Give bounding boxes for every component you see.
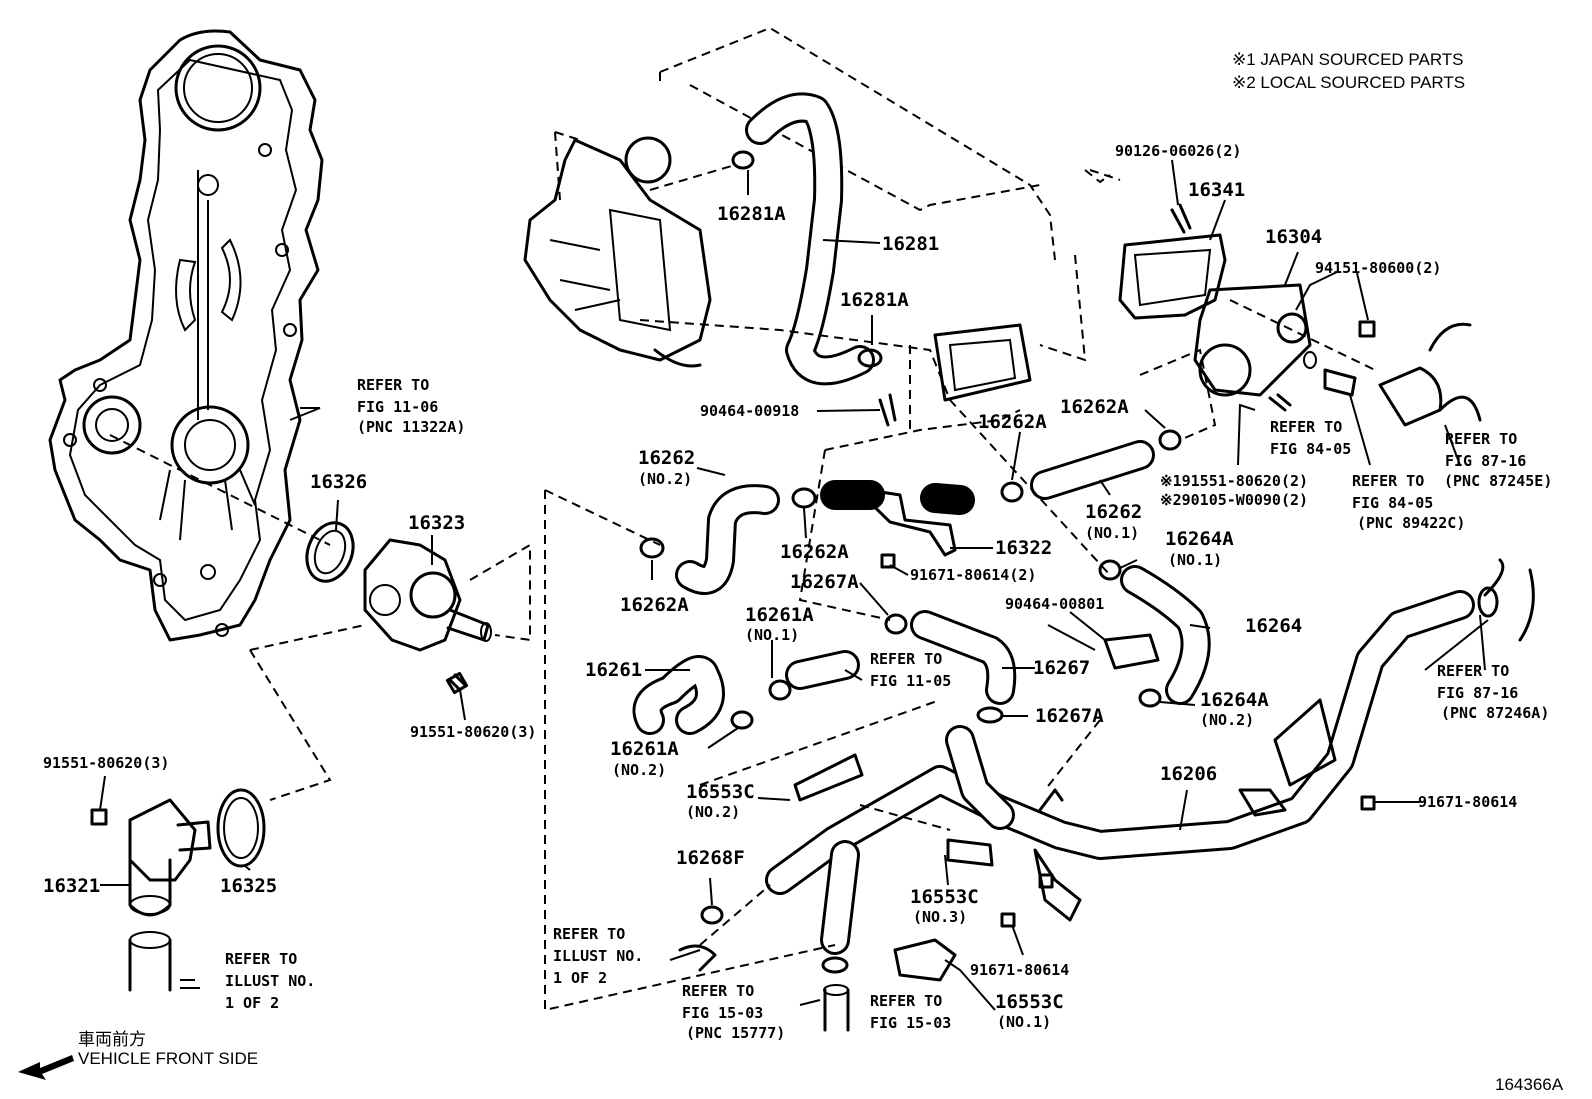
figure-id: 164366A xyxy=(1495,1075,1564,1094)
part-label-16341: 16341 xyxy=(1188,179,1245,201)
part-label-16261a-no1: 16261A xyxy=(745,604,814,626)
ref-pnc-87246a: (PNC 87246A) xyxy=(1441,704,1549,722)
ref-fig-87-16-a-line2: FIG 87-16 xyxy=(1445,452,1526,470)
part-label-16262a-mid: 16262A xyxy=(780,541,849,563)
part-label-16261a-no2: 16261A xyxy=(610,738,679,760)
ref-fig-87-16-b-line1: REFER TO xyxy=(1437,662,1509,680)
part-label-16264a-no1-sub: (NO.1) xyxy=(1168,551,1222,569)
part-label-90126-06026: 90126-06026(2) xyxy=(1115,142,1241,160)
ref-illust-mid-line1: REFER TO xyxy=(553,925,625,943)
part-label-16261: 16261 xyxy=(585,659,642,681)
part-label-16323: 16323 xyxy=(408,512,465,534)
part-label-16553c-no1: 16553C xyxy=(995,991,1064,1013)
part-label-16553c-no3-sub: (NO.3) xyxy=(913,908,967,926)
part-label-16322: 16322 xyxy=(995,537,1052,559)
part-label-16264a-no2: 16264A xyxy=(1200,689,1269,711)
part-label-90464-00918: 90464-00918 xyxy=(700,402,799,420)
part-label-16281a-top: 16281A xyxy=(717,203,786,225)
part-label-16206: 16206 xyxy=(1160,763,1217,785)
part-label-290105-w0090: ※290105-W0090(2) xyxy=(1160,491,1308,509)
part-label-16262a-right: 16262A xyxy=(1060,396,1129,418)
part-label-90464-00801: 90464-00801 xyxy=(1005,595,1104,613)
ref-fig-15-03-b-line2: FIG 15-03 xyxy=(870,1014,951,1032)
thermostat-housing-drawing xyxy=(1118,203,1482,427)
note-local-sourced: ※2 LOCAL SOURCED PARTS xyxy=(1232,73,1465,92)
part-label-91551-80620-3-inlet: 91551-80620(3) xyxy=(43,754,169,772)
part-label-91551-80620-3-pump: 91551-80620(3) xyxy=(410,723,536,741)
ref-pnc-89422c: (PNC 89422C) xyxy=(1357,514,1465,532)
ref-illust-left-line1: REFER TO xyxy=(225,950,297,968)
part-label-16553c-no3: 16553C xyxy=(910,886,979,908)
part-label-16281a-mid: 16281A xyxy=(840,289,909,311)
part-label-16553c-no2: 16553C xyxy=(686,781,755,803)
ref-pnc-87245e: (PNC 87245E) xyxy=(1444,472,1552,490)
ref-fig-11-06-line1: REFER TO xyxy=(357,376,429,394)
part-label-16267a-top: 16267A xyxy=(790,571,859,593)
ref-illust-left-line3: 1 OF 2 xyxy=(225,994,279,1012)
vehicle-front-arrow-icon xyxy=(18,1055,74,1080)
ref-fig-15-03-a-line1: REFER TO xyxy=(682,982,754,1000)
part-label-16264a-no1: 16264A xyxy=(1165,528,1234,550)
part-label-16261a-no2-sub: (NO.2) xyxy=(612,761,666,779)
part-label-16262-no1: 16262 xyxy=(1085,501,1142,523)
part-label-16264a-no2-sub: (NO.2) xyxy=(1200,711,1254,729)
part-label-191551-80620: ※191551-80620(2) xyxy=(1160,472,1308,490)
part-label-91671-80614-bottom: 91671-80614 xyxy=(970,961,1069,979)
ref-illust-mid-line2: ILLUST NO. xyxy=(553,947,643,965)
part-label-16553c-no2-sub: (NO.2) xyxy=(686,803,740,821)
ref-fig-84-05-a-line1: REFER TO xyxy=(1270,418,1342,436)
ref-fig-87-16-a-line1: REFER TO xyxy=(1445,430,1517,448)
water-pump-drawing xyxy=(305,521,492,695)
solid-leaders xyxy=(99,159,1489,1011)
part-label-91671-80614-right: 91671-80614 xyxy=(1418,793,1517,811)
ref-fig-11-05-line1: REFER TO xyxy=(870,650,942,668)
part-label-16321: 16321 xyxy=(43,875,100,897)
ref-fig-15-03-b-line1: REFER TO xyxy=(870,992,942,1010)
ref-fig-15-03-a-line2: FIG 15-03 xyxy=(682,1004,763,1022)
ref-fig-84-05-a-line2: FIG 84-05 xyxy=(1270,440,1351,458)
ref-fig-87-16-b-line2: FIG 87-16 xyxy=(1437,684,1518,702)
ref-pnc-11322a: (PNC 11322A) xyxy=(357,418,465,436)
note-japan-sourced: ※1 JAPAN SOURCED PARTS xyxy=(1232,50,1464,69)
part-label-16553c-no1-sub: (NO.1) xyxy=(997,1013,1051,1031)
timing-cover-drawing xyxy=(48,29,324,642)
part-label-16262-no2-sub: (NO.2) xyxy=(638,470,692,488)
water-inlet-drawing xyxy=(90,788,266,992)
part-label-94151-80600: 94151-80600(2) xyxy=(1315,259,1441,277)
vehicle-front-label-en: VEHICLE FRONT SIDE xyxy=(78,1049,258,1068)
part-label-16325: 16325 xyxy=(220,875,277,897)
part-label-16304: 16304 xyxy=(1265,226,1322,248)
part-label-16281: 16281 xyxy=(882,233,939,255)
part-label-16261a-no1-sub: (NO.1) xyxy=(745,626,799,644)
bracket-drawings xyxy=(793,486,1376,982)
ref-fig-84-05-b-line1: REFER TO xyxy=(1352,472,1424,490)
part-label-16264: 16264 xyxy=(1245,615,1302,637)
part-label-16262a-left: 16262A xyxy=(620,594,689,616)
ref-illust-left-line2: ILLUST NO. xyxy=(225,972,315,990)
part-label-16267a-low: 16267A xyxy=(1035,705,1104,727)
part-label-16262-no1-sub: (NO.1) xyxy=(1085,524,1139,542)
vehicle-front-label-jp: 車両前方 xyxy=(78,1030,146,1049)
part-label-16267: 16267 xyxy=(1033,657,1090,679)
part-label-91671-80614-2: 91671-80614(2) xyxy=(910,566,1036,584)
clamp-drawings xyxy=(639,150,1182,974)
ref-fig-11-06-line2: FIG 11-06 xyxy=(357,398,438,416)
part-label-16262-no2: 16262 xyxy=(638,447,695,469)
dashed-leaders xyxy=(109,131,1376,1012)
ref-pnc-15777: (PNC 15777) xyxy=(686,1024,785,1042)
part-label-16262a-center: 16262A xyxy=(978,411,1047,433)
ref-fig-11-05-line2: FIG 11-05 xyxy=(870,672,951,690)
part-label-16268f: 16268F xyxy=(676,847,745,869)
ref-illust-mid-line3: 1 OF 2 xyxy=(553,969,607,987)
ref-fig-84-05-b-line2: FIG 84-05 xyxy=(1352,494,1433,512)
part-label-16326: 16326 xyxy=(310,471,367,493)
hose-drawings xyxy=(632,92,1535,1032)
